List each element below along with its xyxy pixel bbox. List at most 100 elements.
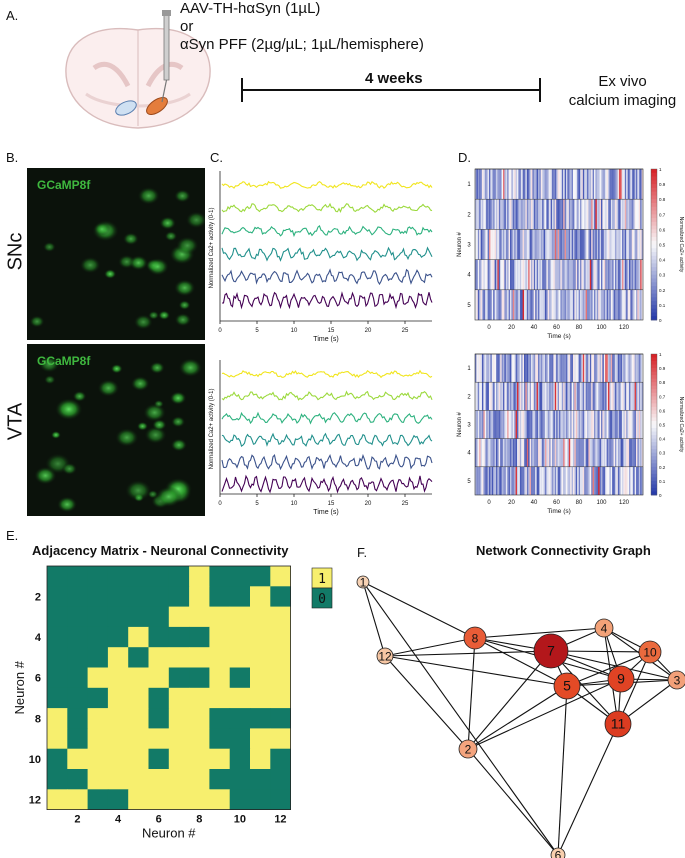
- heatmap-frame: [474, 168, 644, 321]
- heatmap-cell: [514, 382, 516, 411]
- heatmap-cell: [573, 382, 575, 411]
- matrix-cell: [67, 586, 88, 607]
- matrix-cell: [229, 566, 251, 587]
- heatmap-cell: [524, 229, 526, 260]
- heatmap-cell: [482, 169, 484, 200]
- heatmap-cell: [491, 289, 494, 320]
- heatmap-cell: [550, 229, 553, 260]
- heatmap-cell: [484, 259, 487, 290]
- node-2: [458, 739, 478, 759]
- heatmap-cell: [596, 199, 599, 230]
- heatmap-cell: [475, 259, 477, 290]
- heatmap-cell: [487, 289, 490, 320]
- heatmap-cell: [489, 354, 491, 383]
- neuron-cell: [97, 379, 120, 397]
- heatmap-cell: [522, 382, 525, 411]
- colorbar-step: [651, 218, 657, 223]
- neuron-cell: [174, 313, 192, 327]
- y-tick-label: 3: [467, 423, 471, 429]
- heatmap-cell: [638, 354, 641, 383]
- matrix-cell: [270, 586, 291, 607]
- matrix-cell: [47, 789, 68, 810]
- heatmap-cell: [519, 438, 522, 467]
- colorbar-step: [651, 187, 657, 193]
- matrix-cell: [168, 769, 190, 790]
- heatmap-cell: [528, 382, 530, 411]
- heatmap-cell: [570, 438, 572, 467]
- heatmap-cell: [539, 354, 542, 383]
- colorbar-tick-label: 0: [659, 493, 662, 498]
- matrix-cell: [67, 667, 88, 689]
- y-axis-label: Normalized Ca2+ activity (0-1): [209, 389, 215, 470]
- heatmap-cell: [626, 410, 628, 439]
- heatmap-cell: [556, 229, 558, 260]
- colorbar-tick-label: 0.9: [659, 366, 666, 371]
- heatmap-cell: [479, 259, 481, 290]
- colorbar-step: [651, 206, 657, 211]
- adjacency-title: Adjacency Matrix - Neuronal Connectivity: [32, 543, 289, 558]
- heatmap-cell: [578, 438, 581, 467]
- neuron-cell: [93, 222, 111, 236]
- heatmap-cell: [638, 289, 641, 320]
- colorbar-tick-label: 0.8: [659, 380, 666, 385]
- heatmap-cell: [496, 229, 498, 260]
- heatmap-cell: [608, 199, 610, 230]
- neuron-cell: [146, 257, 169, 276]
- heatmap-cell: [524, 410, 526, 439]
- heatmap-cell: [571, 229, 574, 260]
- matrix-cell: [67, 606, 88, 628]
- heatmap-cell: [638, 410, 641, 439]
- calcium-trace-2: [221, 390, 433, 401]
- colorbar-step: [651, 368, 657, 373]
- matrix-cell: [209, 566, 231, 587]
- heatmap-cell: [526, 229, 529, 260]
- colorbar-step: [651, 225, 657, 230]
- heatmap-cell: [507, 169, 509, 200]
- heatmap-cell: [525, 354, 528, 383]
- colorbar-step: [651, 244, 657, 249]
- heatmap-cell: [500, 229, 502, 260]
- heatmap-cell: [559, 410, 561, 439]
- matrix-cell: [168, 586, 190, 607]
- heatmap-cell: [553, 382, 556, 411]
- heatmap-cell: [581, 199, 584, 230]
- heatmap-cell: [493, 410, 495, 439]
- heatmap-cell: [574, 229, 577, 260]
- heatmap-cell: [489, 438, 491, 467]
- matrix-cell: [270, 708, 291, 729]
- heatmap-cell: [501, 199, 504, 230]
- matrix-cell: [128, 748, 149, 770]
- heatmap-cell: [504, 354, 507, 383]
- heatmap-cell: [601, 354, 603, 383]
- heatmap-cell: [519, 466, 522, 495]
- heatmap-cell: [633, 410, 635, 439]
- heatmap-cell: [479, 466, 481, 495]
- heatmap-cell: [591, 199, 593, 230]
- heatmap-cell: [532, 466, 535, 495]
- heatmap-cell: [603, 259, 606, 290]
- heatmap-cell: [613, 466, 616, 495]
- heatmap-cell: [500, 289, 502, 320]
- matrix-cell: [209, 647, 231, 668]
- heatmap-cell: [563, 289, 565, 320]
- heatmap-cell: [496, 199, 498, 230]
- heatmap-cell: [591, 289, 593, 320]
- heatmap-cell: [549, 438, 551, 467]
- heatmap-cell: [500, 259, 502, 290]
- heatmap-cell: [592, 354, 595, 383]
- heatmap-cell: [560, 229, 563, 260]
- node-8: [463, 626, 487, 650]
- heatmap-cell: [510, 382, 512, 411]
- x-axis-label: Neuron #: [142, 826, 196, 841]
- heatmap-cell: [594, 229, 596, 260]
- colorbar-tick-label: 0.9: [659, 182, 666, 187]
- heatmap-cell: [624, 410, 627, 439]
- heatmap-cell: [582, 382, 585, 411]
- heatmap-cell: [546, 438, 549, 467]
- heatmap-cell: [623, 229, 626, 260]
- heatmap-cell: [601, 199, 603, 230]
- heatmap-cell: [498, 466, 501, 495]
- heatmap-cell: [536, 199, 539, 230]
- heatmap-cell: [582, 229, 585, 260]
- matrix-cell: [128, 708, 149, 729]
